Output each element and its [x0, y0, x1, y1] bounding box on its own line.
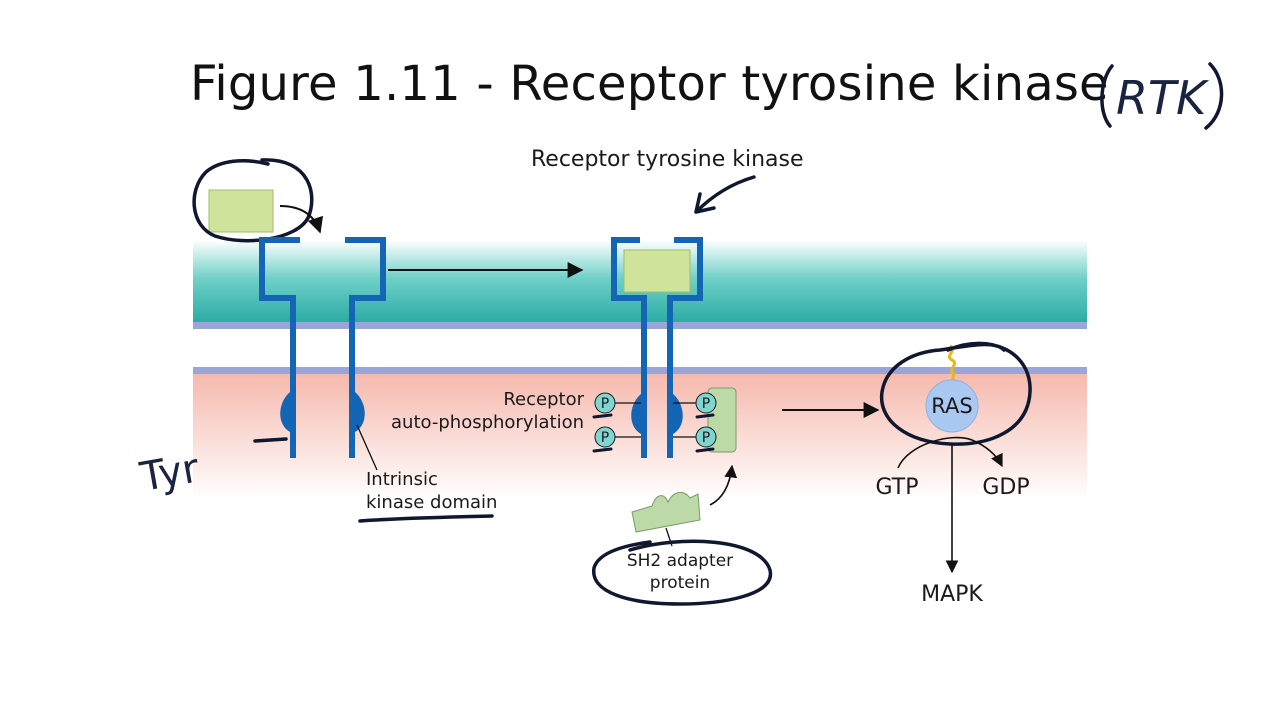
autophos-label-line1: Receptor: [503, 389, 584, 410]
svg-text:P: P: [601, 396, 609, 412]
phosphate-left-top: P: [594, 392, 616, 414]
kinase-underline-annotation: [358, 514, 494, 523]
ligand-binding-arrow: [279, 205, 324, 234]
tyr-annotation: Tyr: [136, 445, 203, 501]
mapk-label: MAPK: [921, 582, 983, 607]
svg-text:P: P: [702, 396, 710, 412]
sh2-label-line1: SH2 adapter: [627, 551, 733, 571]
slide-title: Figure 1.11 - Receptor tyrosine kinase: [190, 56, 1109, 112]
autophos-label-line2: auto-phosphorylation: [391, 412, 584, 433]
kinase-leader-line: [356, 424, 378, 471]
kinase-domain-left: [280, 392, 365, 432]
kinase-label-line2: kinase domain: [366, 492, 497, 513]
receptor-dimer: P P P P: [592, 237, 737, 458]
title-text: Figure 1.11 - Receptor tyrosine kinase: [190, 56, 1109, 112]
receptor-name-arrow: [694, 175, 756, 214]
ligand-square: [208, 189, 274, 233]
sh2-label-line2: protein: [650, 573, 710, 593]
inner-membrane-line: [193, 367, 1087, 374]
gtp-label: GTP: [876, 475, 919, 500]
ligand-unbound: [192, 158, 324, 243]
ligand-bound-square: [623, 249, 691, 293]
tyr-pointer-annotation: [253, 437, 288, 443]
ras-protein: RAS: [879, 341, 1032, 446]
rtk-annotation: RTK: [1100, 62, 1224, 130]
svg-text:P: P: [702, 430, 710, 446]
gtp-gdp-exchange-arrow: [897, 436, 1003, 469]
kinase-label-line1: Intrinsic: [366, 469, 438, 490]
outer-membrane-line: [193, 322, 1087, 329]
rtk-annotation-text: RTK: [1116, 71, 1210, 125]
phosphate-right-bottom: P: [695, 426, 717, 448]
ras-circle-annotation: [879, 341, 1032, 446]
lipid-anchor: [947, 344, 957, 383]
receptor-name-label: Receptor tyrosine kinase: [531, 147, 804, 172]
ligand-circle-annotation: [192, 158, 314, 243]
receptor-inactive-left: [259, 237, 386, 458]
svg-text:P: P: [601, 430, 609, 446]
gdp-label: GDP: [982, 475, 1029, 500]
ras-label: RAS: [931, 394, 972, 418]
phosphate-right-top: P: [695, 392, 717, 414]
kinase-domain-dimer: [631, 394, 683, 434]
phosphate-left-bottom: P: [594, 426, 616, 448]
sh2-circle-annotation: [592, 539, 773, 606]
